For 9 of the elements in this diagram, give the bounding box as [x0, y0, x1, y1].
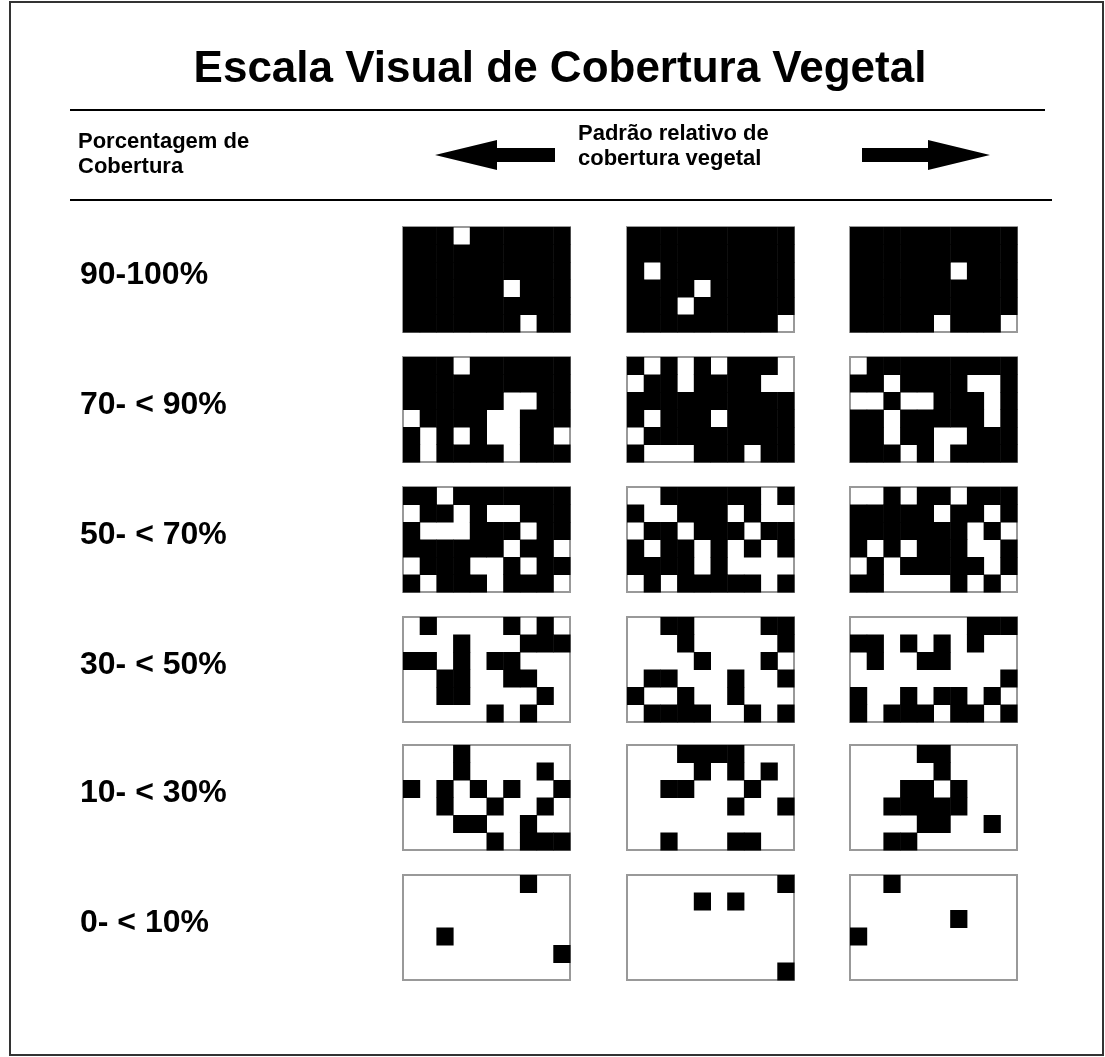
- column-header: Porcentagem de Cobertura: [78, 128, 251, 179]
- row-label: 0- < 10%: [80, 903, 210, 940]
- title: Escala Visual de Cobertura Vegetal: [192, 42, 928, 93]
- row-label: 50- < 70%: [80, 515, 228, 552]
- row-label: 10- < 30%: [80, 773, 228, 810]
- row-label: 90-100%: [80, 255, 210, 292]
- row-label: 70- < 90%: [80, 385, 228, 422]
- row-label: 30- < 50%: [80, 645, 228, 682]
- column-header: Padrão relativo de cobertura vegetal: [578, 120, 770, 171]
